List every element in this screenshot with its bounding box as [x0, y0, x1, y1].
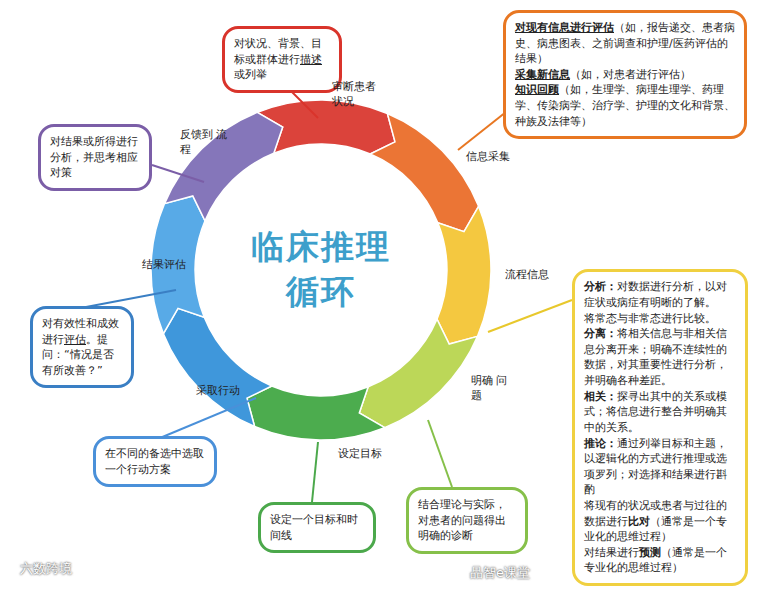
callout-text: 对现有信息进行评估 — [515, 21, 614, 34]
stage-label: 结果评估 — [142, 258, 212, 273]
watermark: 六数跨境 — [20, 560, 110, 578]
stage-label: 采取行动 — [196, 384, 266, 399]
callout-box: 对结果或所得进行分析，并思考相应对策 — [38, 124, 152, 191]
ring-center — [196, 145, 446, 395]
callout-text: 设定一个目标和时间线 — [270, 513, 358, 542]
callout-box: 对有效性和成效进行评估。提问：“情况是否有所改善？” — [30, 306, 134, 388]
callout-box: 设定一个目标和时间线 — [258, 502, 376, 553]
callout-box: 结合理论与实际，对患者的问题得出明确的诊断 — [406, 487, 528, 554]
callout-text: 分离： — [584, 327, 617, 340]
stage-label: 审断患者 状况 — [332, 80, 390, 110]
stage-label: 反馈到 流程 — [180, 128, 230, 158]
callout-box: 在不同的备选中选取一个行动方案 — [93, 436, 217, 487]
callout-text: 分析： — [584, 280, 617, 293]
callout-text: 比对 — [628, 515, 650, 528]
stage-label: 设定目标 — [338, 447, 408, 462]
callout-text: 或列举 — [234, 68, 267, 81]
stage-label: 信息采集 — [466, 150, 536, 165]
callout-box: 对状况、背景、目标或群体进行描述或列举 — [222, 26, 342, 93]
callout-text: 推论： — [584, 437, 617, 450]
stage-label: 明确 问题 — [471, 374, 511, 404]
callout-text: 对结果或所得进行分析，并思考相应对策 — [50, 135, 138, 179]
callout-text: 预测 — [639, 546, 661, 559]
callout-text: 知识回顾 — [515, 83, 559, 96]
watermark: 品智e课堂 — [470, 564, 560, 582]
callout-text: 评估 — [64, 333, 86, 346]
callout-text: 描述 — [300, 53, 322, 66]
callout-text: 采集新信息 — [515, 68, 570, 81]
stage-label: 流程信息 — [505, 268, 575, 283]
cycle-title: 临床推理 循环 — [241, 225, 401, 314]
callout-text: 对结果进行 — [584, 546, 639, 559]
callout-text: 将常态与非常态进行比较。 — [584, 312, 716, 325]
callout-box: 分析：对数据进行分析，以对症状或病症有明晰的了解。将常态与非常态进行比较。分离：… — [572, 269, 748, 586]
callout-text: 相关： — [584, 390, 617, 403]
callout-text: 在不同的备选中选取一个行动方案 — [105, 447, 204, 476]
callout-text: （如，对患者进行评估） — [570, 68, 691, 81]
callout-text: 结合理论与实际，对患者的问题得出明确的诊断 — [418, 498, 506, 542]
callout-box: 对现有信息进行评估（如，报告递交、患者病史、病患图表、之前调查和护理/医药评估的… — [503, 10, 747, 139]
